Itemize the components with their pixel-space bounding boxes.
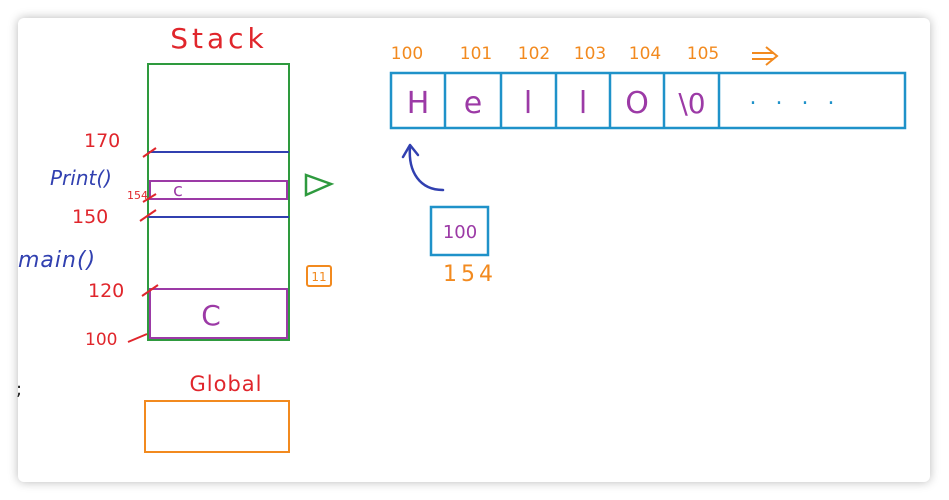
stack-address-150: 150 (72, 206, 108, 228)
tick-154 (142, 193, 157, 203)
array-continuation-dots: . . . . (750, 85, 841, 110)
array-address: 101 (460, 44, 492, 64)
print-var-c-label: c (173, 180, 183, 201)
tick-150 (139, 209, 157, 222)
stack-address-170: 170 (84, 130, 120, 152)
array-address-row: 100 101 102 103 104 105 (391, 44, 719, 64)
array-cell: l (579, 86, 587, 121)
stack-title: Stack (170, 22, 268, 55)
stack-address-120: 120 (88, 280, 124, 302)
array-address: 105 (687, 44, 719, 64)
global-box (144, 400, 290, 453)
array-cell: l (524, 86, 532, 121)
pointer-box (429, 205, 490, 257)
stack-address-100: 100 (85, 330, 117, 350)
array-address: 103 (574, 44, 606, 64)
pointer-arrow-icon (401, 143, 445, 192)
tick-120 (141, 284, 159, 297)
stack-box (147, 63, 290, 341)
global-title: Global (190, 372, 263, 396)
array-address: 104 (629, 44, 661, 64)
main-var-c-box (149, 288, 288, 339)
array-address: 100 (391, 44, 423, 64)
print-frame-label: Print() (50, 166, 112, 190)
margin-mark: ; (16, 379, 22, 400)
pointer-address: 154 (443, 262, 497, 287)
array-cell: H (407, 86, 430, 121)
main-var-c-label: C (201, 299, 221, 332)
marker-icon (306, 265, 332, 287)
continue-arrow-icon (752, 46, 779, 66)
play-icon (304, 173, 335, 197)
marker-label: 11 (311, 270, 326, 284)
canvas-frame (18, 18, 930, 482)
array-cell: e (464, 86, 482, 121)
main-frame-label: main() (18, 248, 96, 273)
print-var-c-box (149, 180, 288, 200)
pointer-value: 100 (443, 222, 477, 243)
tick-170 (142, 147, 157, 158)
array-cell: \0 (678, 87, 705, 120)
array-cell: O (625, 86, 649, 121)
stack-address-154: 154 (127, 189, 148, 202)
tick-100 (127, 333, 148, 343)
string-array-box (389, 71, 907, 130)
array-address: 102 (518, 44, 550, 64)
